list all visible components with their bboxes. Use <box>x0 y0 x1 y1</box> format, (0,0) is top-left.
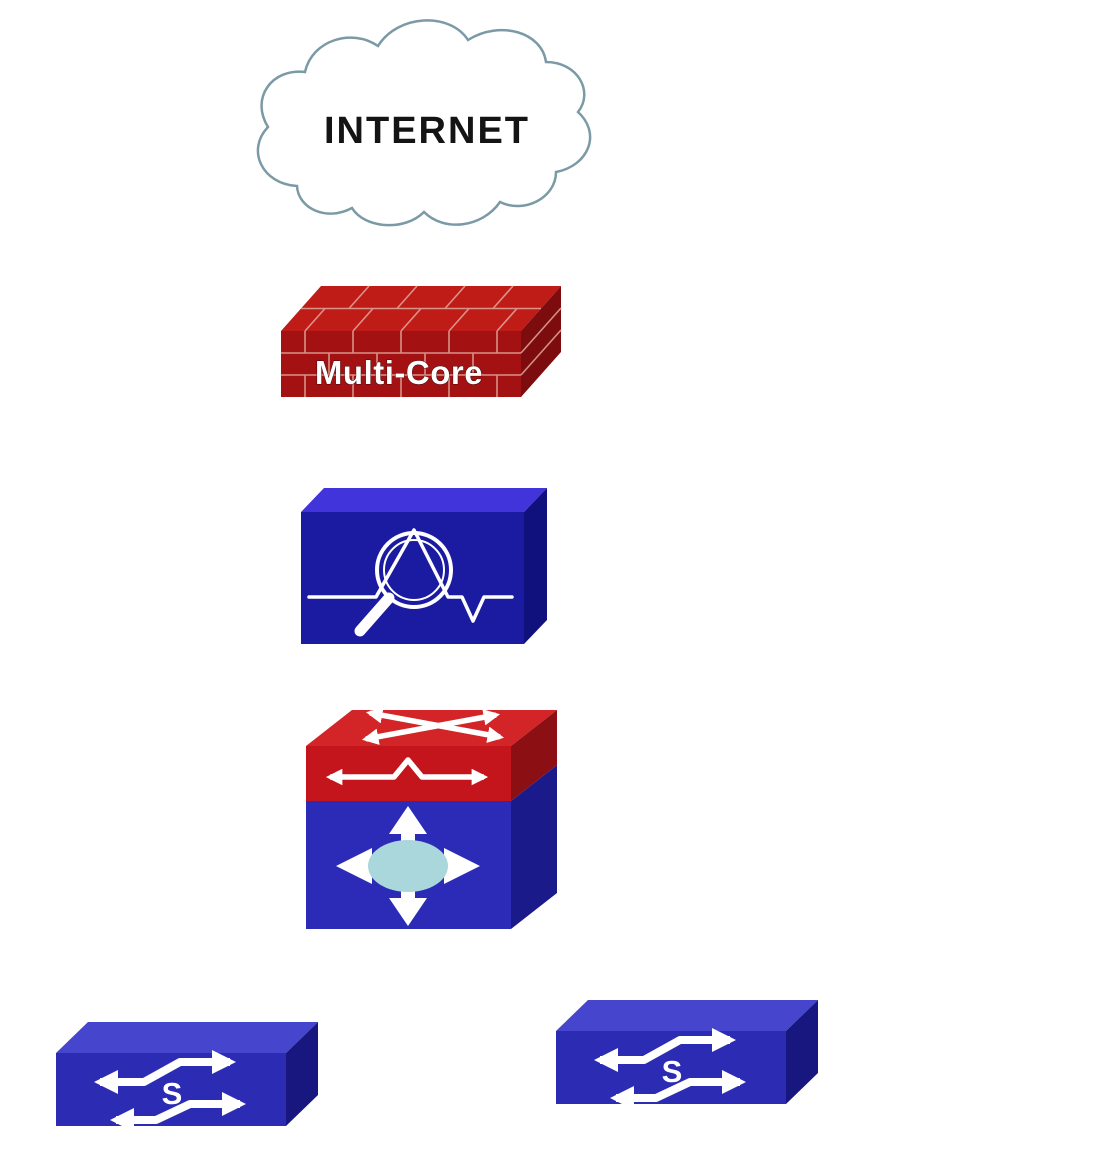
switch-side-face <box>786 1000 818 1104</box>
switch-top-face <box>56 1022 318 1053</box>
firewall-side-face <box>521 286 561 397</box>
ips-sensor-node <box>301 488 547 644</box>
cube-blue-side-face <box>511 765 557 929</box>
core-switch-node <box>306 707 557 929</box>
cube-red-side-face <box>511 710 557 801</box>
cube-red-front-band <box>306 746 511 801</box>
cloud-icon <box>256 19 592 227</box>
switch-label: S <box>162 1076 183 1111</box>
switch-node-left: S <box>56 1022 318 1132</box>
ips-side-face <box>524 488 547 644</box>
crossed-route-arrows-icon <box>361 707 505 745</box>
switch-node-right: S <box>556 1000 818 1110</box>
ips-top-face <box>301 488 547 512</box>
switch-zigzag-arrows-icon <box>594 1028 746 1110</box>
switch-top-face <box>556 1000 818 1031</box>
internet-cloud-node: INTERNET <box>256 19 592 227</box>
magnifier-icon <box>354 531 453 637</box>
firewall-label: Multi-Core <box>315 354 483 391</box>
switch-zigzag-arrows-icon <box>94 1050 246 1132</box>
switch-hub-ellipse <box>368 840 448 892</box>
multicore-firewall-node: Multi-Core <box>281 285 562 397</box>
internet-label: INTERNET <box>324 110 530 152</box>
switch-label: S <box>662 1054 683 1089</box>
firewall-brick-lines-icon <box>281 285 562 397</box>
zigzag-route-arrow-icon <box>325 757 489 786</box>
switch-side-face <box>286 1022 318 1126</box>
